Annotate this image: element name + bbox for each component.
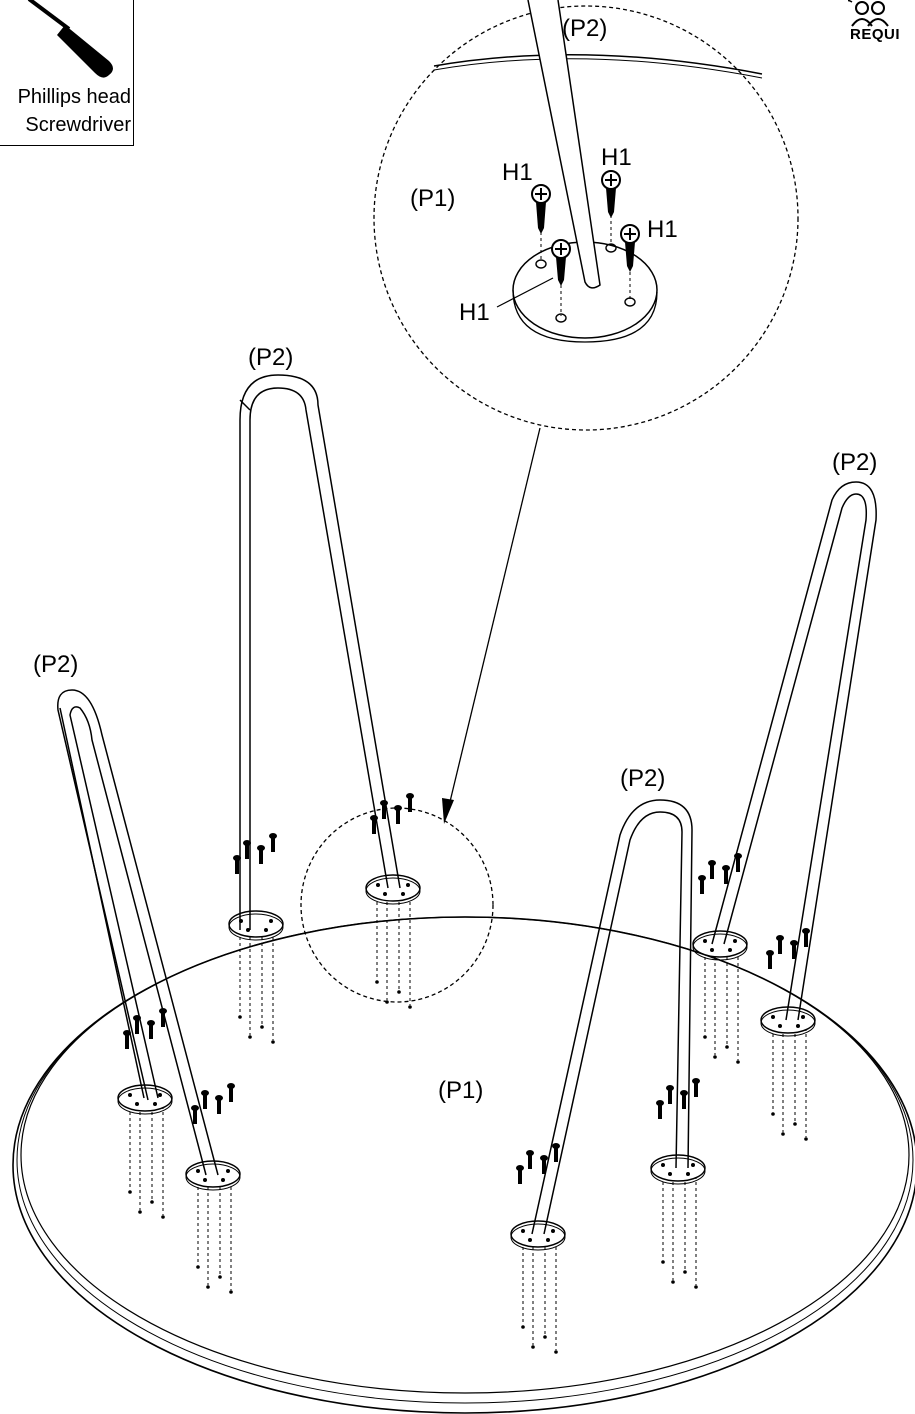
leg-back [239, 374, 401, 930]
callout-arrow [442, 427, 541, 824]
two-person-icon [848, 0, 889, 27]
label-p2-zoom: (P2) [562, 15, 607, 42]
screw-h1-c [620, 224, 640, 272]
detail-callout-large [373, 0, 799, 431]
leg-right [711, 481, 877, 1021]
tabletop [12, 916, 915, 1414]
label-p2-back: (P2) [248, 344, 293, 371]
tool-required-box: Phillips head Screwdriver [0, 0, 134, 146]
screw-h1-a [531, 184, 551, 234]
label-h1-b: H1 [601, 144, 632, 171]
screw-h1-d [551, 239, 571, 286]
label-h1-c: H1 [647, 216, 678, 243]
label-h1-a: H1 [502, 159, 533, 186]
label-p2-front: (P2) [620, 765, 665, 792]
label-p2-left: (P2) [33, 651, 78, 678]
screwdriver-icon [27, 0, 113, 78]
screw-h1-b [601, 170, 621, 218]
label-p1-zoom: (P1) [410, 185, 455, 212]
detail-callout-small [300, 807, 494, 1003]
leg-front [531, 799, 693, 1235]
label-h1-d: H1 [459, 299, 490, 326]
tool-label: Phillips head Screwdriver [0, 83, 131, 139]
label-p1-table: (P1) [438, 1077, 483, 1104]
leg-left [57, 689, 219, 1176]
label-p2-right: (P2) [832, 449, 877, 476]
tool-label-line2: Screwdriver [25, 114, 131, 136]
badge-text: REQUI [850, 26, 901, 43]
two-person-badge: REQUI [848, 0, 915, 46]
tool-label-line1: Phillips head [17, 86, 131, 108]
